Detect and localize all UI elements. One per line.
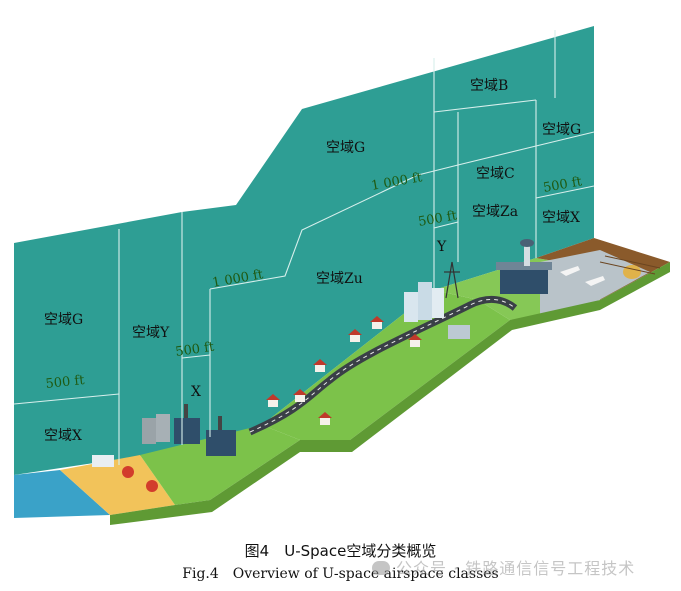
office-block [448, 325, 470, 339]
level-line-500-left [13, 393, 120, 405]
field-row [599, 261, 656, 275]
zone-label-x-left: 空域X [44, 428, 82, 444]
caption-chinese: 图4 U-Space空域分类概览 [244, 542, 437, 560]
house-roofs [266, 316, 422, 418]
pylon-leg [451, 261, 459, 299]
umbrella [122, 466, 134, 478]
zone-label-g-right: 空域G [542, 122, 581, 138]
wechat-icon [372, 561, 390, 575]
altitude-label-500-mid: 500 ft [174, 340, 215, 360]
factory-building [174, 418, 200, 444]
cooling-tower [156, 414, 170, 442]
roof [313, 359, 327, 365]
factory-building [206, 430, 236, 456]
altitude-label-500-left: 500 ft [45, 373, 86, 392]
road-markings [249, 298, 516, 433]
house [295, 395, 305, 402]
factory [142, 404, 236, 456]
chimney [184, 404, 188, 418]
altitude-label-500-right: 500 ft [542, 174, 584, 196]
roof [348, 329, 362, 335]
control-tower-cab [520, 239, 534, 247]
tower-building [432, 288, 444, 318]
level-line-500-right [535, 185, 595, 199]
field-items [599, 255, 661, 279]
roof [370, 316, 384, 322]
watermark-text: 公众号 · 铁路通信信号工程技术 [396, 559, 636, 578]
pylon-leg [445, 261, 453, 299]
marker-x: X [191, 384, 201, 400]
zone-label-x-right: 空域X [542, 210, 580, 226]
house [268, 400, 278, 407]
city-towers [404, 282, 470, 339]
roof [266, 394, 280, 400]
watermark: 公众号 · 铁路通信信号工程技术 [372, 555, 635, 579]
airspace-wall [14, 26, 594, 475]
level-line-500-right [433, 221, 459, 229]
zone-label-b: 空域B [470, 78, 508, 94]
terminal-building [500, 268, 548, 294]
zone-label-c: 空域C [476, 166, 515, 182]
zone-b-base [433, 99, 537, 113]
beach-hut [92, 455, 114, 467]
roof [318, 412, 332, 418]
house [315, 365, 325, 372]
grass-left [140, 425, 300, 505]
house [350, 335, 360, 342]
beach-items [92, 455, 158, 492]
house [320, 418, 330, 425]
zone-label-y: 空域Y [132, 325, 170, 341]
level-line-1000 [209, 131, 595, 290]
altitude-label-500-y: 500 ft [417, 208, 459, 230]
chimney [218, 416, 222, 430]
zone-label-g-left: 空域G [44, 312, 83, 328]
level-line-500-y [181, 354, 211, 359]
house [410, 340, 420, 347]
zone-label-zu: 空域Zu [316, 271, 363, 287]
airplane [560, 266, 580, 276]
houses [268, 322, 420, 425]
caption-english: Fig.4 Overview of U-space airspace class… [182, 566, 499, 582]
umbrella [146, 480, 158, 492]
zone-label-g-mid: 空域G [326, 140, 365, 156]
water-strip [14, 470, 110, 518]
zone-label-za: 空域Za [472, 204, 518, 220]
field-row [604, 255, 661, 269]
cooling-tower [142, 418, 156, 444]
power-pylon [444, 261, 460, 299]
roof [408, 334, 422, 340]
house [372, 322, 382, 329]
airplane [585, 276, 605, 286]
marker-y: Y [436, 239, 447, 255]
roof [293, 389, 307, 395]
boundary-lines [13, 30, 595, 465]
tower-building [404, 292, 418, 322]
tower-building [418, 282, 432, 320]
airport [496, 239, 605, 294]
sand-beach [60, 455, 175, 515]
control-tower [524, 244, 530, 266]
